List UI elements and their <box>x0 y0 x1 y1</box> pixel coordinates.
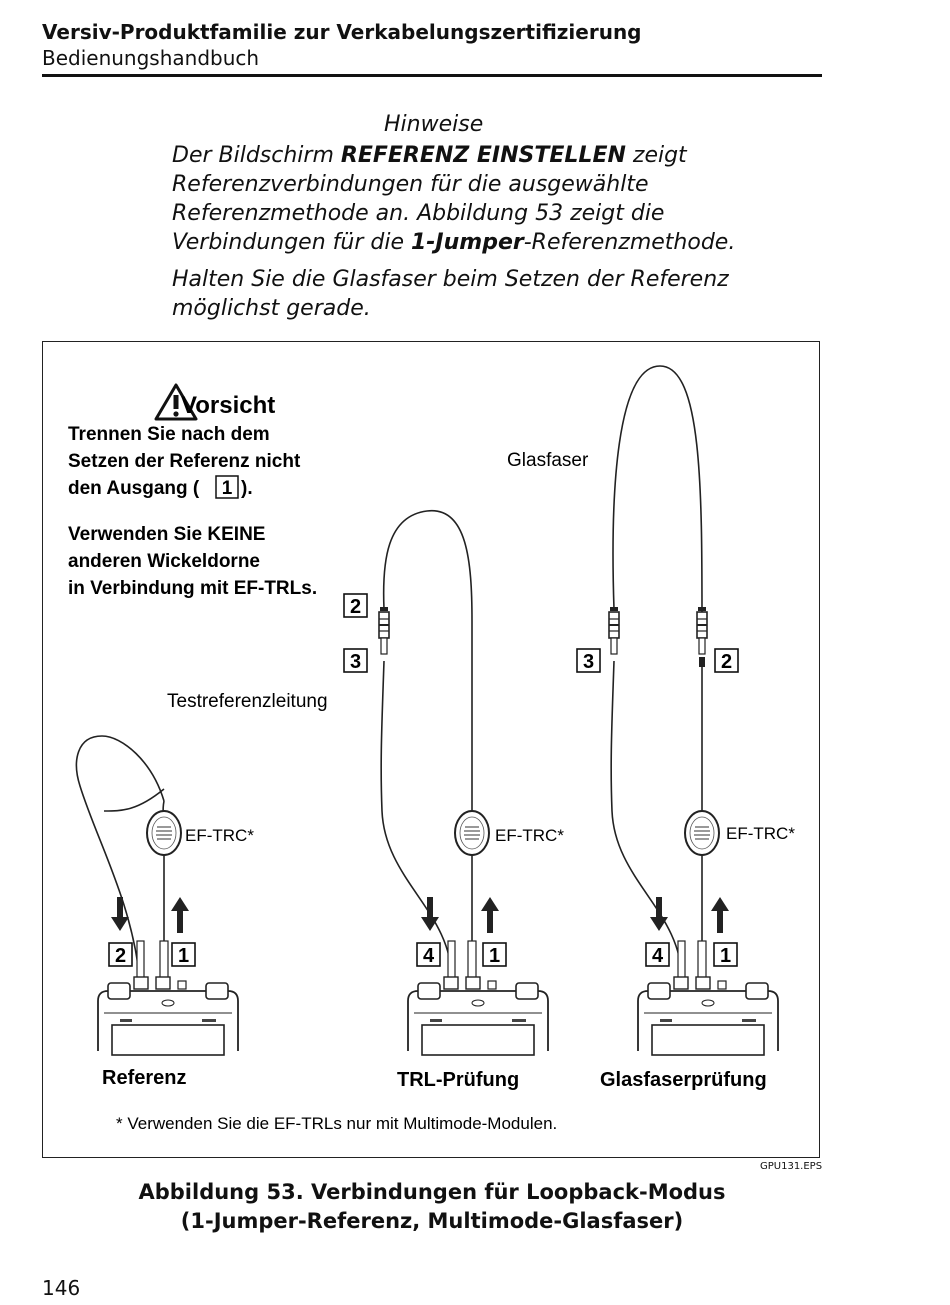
port-number: 3 <box>583 651 594 673</box>
port-number: 2 <box>350 596 361 618</box>
note-paragraph-1: Der Bildschirm REFERENZ EINSTELLEN zeigt… <box>172 141 812 257</box>
port-number: 4 <box>652 945 664 967</box>
warning-text-line: anderen Wickeldorne <box>68 551 260 572</box>
note-text: Der Bildschirm <box>172 143 341 168</box>
notes-heading: Hinweise <box>384 112 484 137</box>
eftrc-label: EF-TRC* <box>495 826 564 845</box>
note-bold-method: 1-Jumper <box>410 230 524 255</box>
panel-label-glasfaser: Glasfaserprüfung <box>600 1069 767 1091</box>
connection-diagram: Vorsicht Trennen Sie nach dem Setzen der… <box>68 365 795 1133</box>
notes-block: Hinweise Der Bildschirm REFERENZ EINSTEL… <box>172 110 812 331</box>
port-number: 1 <box>720 945 731 967</box>
panel-referenz: 2 1 EF-TRC* Referenz <box>75 735 254 1089</box>
port-number: 2 <box>721 651 732 673</box>
caution-text-line: Trennen Sie nach dem <box>68 424 270 445</box>
port-number: 1 <box>489 945 500 967</box>
glasfaser-label: Glasfaser <box>507 450 589 471</box>
caution-text-line: ). <box>241 478 253 499</box>
caption-line: (1-Jumper-Referenz, Multimode-Glasfaser) <box>180 1209 684 1233</box>
page-number: 146 <box>42 1276 81 1300</box>
port-number: 2 <box>115 945 126 967</box>
caution-text-line: den Ausgang ( <box>68 478 200 499</box>
port-number: 3 <box>350 651 361 673</box>
eftrc-label: EF-TRC* <box>185 826 254 845</box>
panel-trl: 2 3 4 1 EF-TRC* TRL-Prüfung <box>343 510 564 1091</box>
port-number: 4 <box>423 945 435 967</box>
note-text: zeigt Referenzverbindungen für die ausge… <box>172 143 687 255</box>
caution-icon <box>154 383 198 421</box>
warning-text-line: Verwenden Sie KEINE <box>68 524 265 545</box>
note-paragraph-2: Halten Sie die Glasfaser beim Setzen der… <box>172 267 729 321</box>
note-text: -Referenzmethode. <box>523 230 736 255</box>
port-number: 1 <box>178 945 189 967</box>
figure-frame <box>42 341 820 1158</box>
warning-text-line: in Verbindung mit EF-TRLs. <box>68 578 317 599</box>
caution-title: Vorsicht <box>181 392 275 419</box>
panel-label-referenz: Referenz <box>102 1067 186 1089</box>
note-bold-screen-name: REFERENZ EINSTELLEN <box>340 143 626 168</box>
running-header-subtitle: Bedienungshandbuch <box>42 46 260 70</box>
panel-label-trl: TRL-Prüfung <box>397 1069 519 1091</box>
panel-glasfaser: 3 2 4 1 EF-TRC* Glasfaserprüfung <box>576 365 795 1091</box>
eps-filename: GPU131.EPS <box>760 1161 823 1172</box>
running-header-title: Versiv-Produktfamilie zur Verkabelungsze… <box>42 20 642 44</box>
figure-caption: Abbildung 53. Verbindungen für Loopback-… <box>42 1178 822 1236</box>
caption-line: Abbildung 53. Verbindungen für Loopback-… <box>138 1180 726 1204</box>
testreferenzleitung-label: Testreferenzleitung <box>167 691 328 712</box>
caution-text-line: Setzen der Referenz nicht <box>68 451 301 472</box>
port-number: 1 <box>222 478 233 499</box>
header-rule <box>42 74 822 77</box>
footnote: * Verwenden Sie die EF-TRLs nur mit Mult… <box>116 1114 557 1133</box>
eftrc-label: EF-TRC* <box>726 824 795 843</box>
port-number-box <box>215 475 239 499</box>
